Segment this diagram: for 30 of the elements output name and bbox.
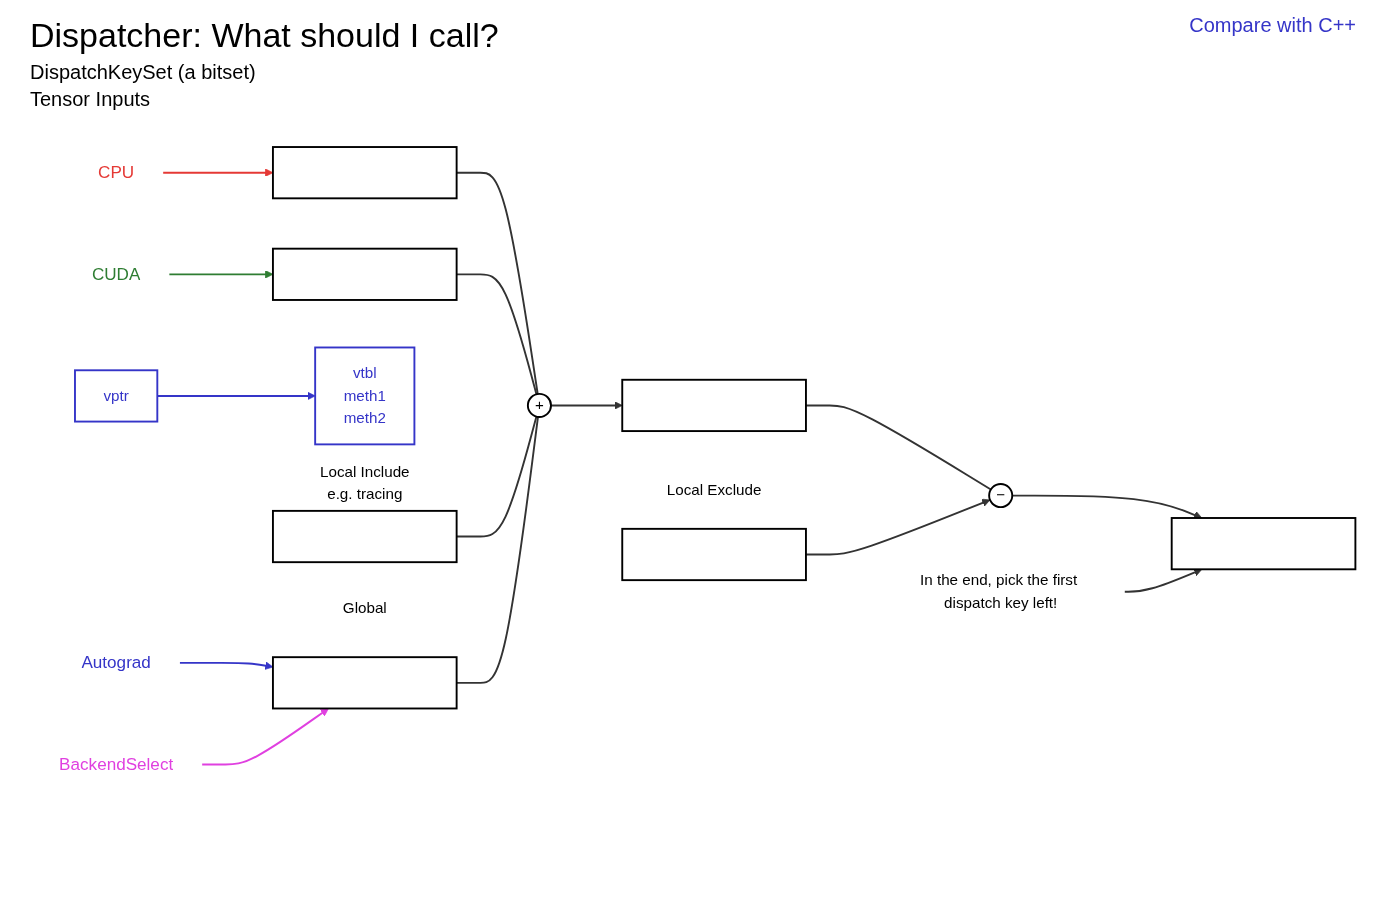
node-text: BackendSelect [59,755,174,775]
arrow [1011,495,1203,520]
node-bar [1170,517,1357,571]
note: DispatchKeySet (a bitset) [30,61,257,84]
arrow [805,499,991,556]
arrow [550,401,623,411]
node-text: CPU [98,163,135,183]
node-bar [272,146,458,200]
node-text: CUDA [91,264,141,284]
node-circle: + [526,393,552,419]
node-bar [272,656,458,710]
arrow [1123,568,1203,594]
node-text: Autograd [81,653,151,673]
node-label: e.g. tracing [327,486,403,503]
node-box: vptr [74,369,159,423]
node-circle: − [988,483,1014,509]
connector [805,404,992,491]
node-bar [621,528,807,582]
node-box: vtbl meth1 meth2 [314,347,416,446]
note: Tensor Inputs [30,88,152,111]
node-label: Local Exclude [666,481,762,498]
note: Compare with C++ [1189,14,1356,37]
node-bar [272,248,458,302]
arrow [200,708,329,766]
node-label: Local Include [319,463,410,480]
node-label: Global [342,600,387,617]
node-bar [272,510,458,564]
node-text: In the end, pick the first dispatch key left! [920,572,1078,612]
node-bar [621,379,807,433]
title: Dispatcher: What should I call? [30,16,499,55]
